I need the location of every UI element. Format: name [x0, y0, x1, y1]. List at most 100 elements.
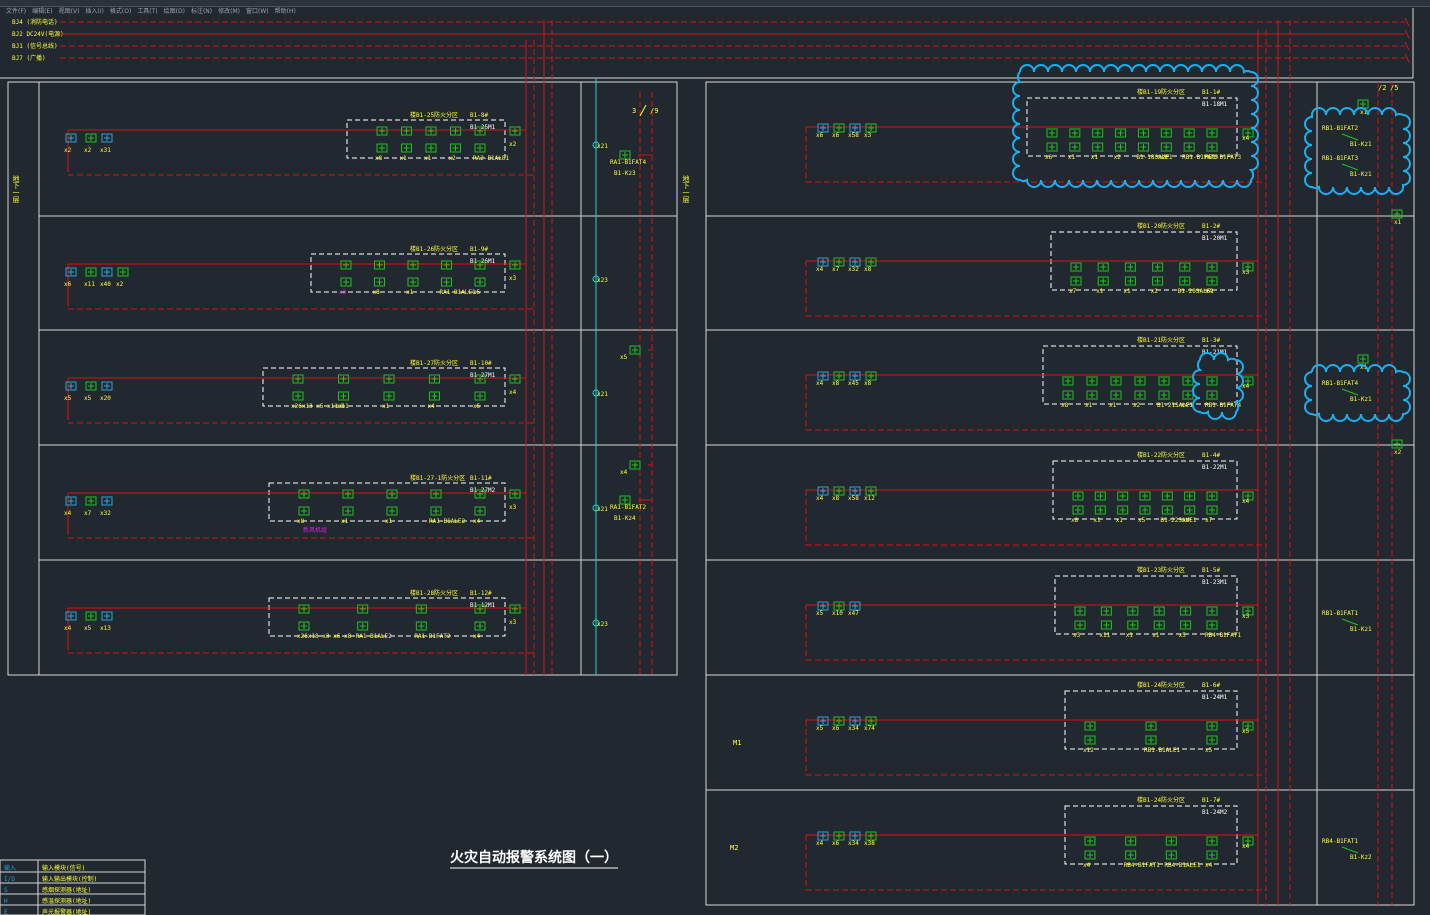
device-label: x1	[1091, 154, 1099, 161]
head-count: x47	[848, 610, 859, 617]
head-device	[865, 831, 877, 841]
device-frame	[85, 611, 97, 621]
device-label: RB1-B1FAT4	[1205, 402, 1242, 409]
device-frame	[849, 371, 861, 381]
zone-device	[1124, 262, 1136, 272]
legend-symbol: H	[4, 898, 8, 905]
zone-device	[1062, 376, 1074, 386]
device-frame	[833, 601, 845, 611]
head-device	[101, 381, 113, 391]
menu-item[interactable]: 工具(T)	[137, 8, 158, 15]
device-frame	[65, 611, 77, 621]
device-frame	[1160, 142, 1172, 152]
device-label: x3	[339, 289, 347, 296]
device-frame	[386, 506, 398, 516]
device-label: x1	[1085, 402, 1093, 409]
device-frame	[342, 489, 354, 499]
menu-item[interactable]: 标注(N)	[190, 8, 213, 15]
device-frame	[1097, 262, 1109, 272]
device-frame	[1084, 735, 1096, 745]
zone-title: 楼B1-28防火分区	[410, 589, 458, 597]
end-count: x4	[1242, 843, 1250, 850]
zone-module: B1-20M1	[1202, 235, 1228, 242]
zone-device	[1206, 836, 1218, 846]
side-label: RB1-B1FAT2	[1322, 125, 1359, 132]
device-frame	[298, 489, 310, 499]
head-device	[101, 496, 113, 506]
head-device	[117, 267, 129, 277]
menu-item[interactable]: 格式(O)	[109, 8, 132, 15]
device-frame	[1139, 491, 1151, 501]
cloud-outline	[1192, 352, 1244, 420]
device-frame	[849, 123, 861, 133]
device-frame	[1242, 721, 1254, 731]
device-frame	[1074, 620, 1086, 630]
bus-end	[1404, 41, 1410, 51]
zone-device	[415, 604, 427, 614]
device-frame	[1094, 505, 1106, 515]
device-frame	[474, 604, 486, 614]
head-count: x2	[64, 147, 72, 154]
riser-node	[592, 504, 600, 512]
device-frame	[1165, 836, 1177, 846]
device-frame	[833, 716, 845, 726]
zone-device-lower	[383, 391, 395, 401]
menu-item[interactable]: 修改(M)	[218, 8, 240, 15]
device-frame	[101, 133, 113, 143]
device-label: x6	[1045, 154, 1053, 161]
device-label: B1-22SALE1	[1160, 517, 1197, 524]
device-frame	[1100, 620, 1112, 630]
menu-item[interactable]: 编辑(E)	[32, 8, 53, 15]
device-frame	[817, 371, 829, 381]
head-device	[865, 123, 877, 133]
head-count: x5	[64, 395, 72, 402]
zone-device-lower	[1069, 142, 1081, 152]
zone-device	[340, 260, 352, 270]
device-label: x26x13 x5 x11x11	[291, 403, 349, 410]
zone-device	[430, 489, 442, 499]
zone-device	[1183, 128, 1195, 138]
menu-item[interactable]: 插入(I)	[85, 8, 104, 15]
menu-item[interactable]: 窗口(W)	[245, 8, 269, 15]
menu-item[interactable]: 文件(F)	[6, 8, 27, 15]
zone-device	[474, 126, 486, 136]
side-label: RA1-B1FAT4	[610, 159, 647, 166]
device-label: B1-21SALE1	[1157, 402, 1194, 409]
drawing-title: 火灾自动报警系统图（一）	[450, 849, 618, 866]
menu-item[interactable]: 视图(V)	[58, 8, 80, 15]
side-label: RB1-B1FAT1	[1322, 610, 1359, 617]
zone-device-lower	[1160, 142, 1172, 152]
zone-device-lower	[292, 391, 304, 401]
device-label: x8	[1061, 402, 1069, 409]
head-count: x13	[100, 625, 111, 632]
device-frame	[619, 150, 631, 160]
side-sub: B1-Kz1	[1350, 626, 1372, 633]
head-device	[65, 381, 77, 391]
right-riser-label: /5	[1390, 84, 1398, 92]
head-count: x4	[64, 625, 72, 632]
right-riser-label: /2	[1378, 84, 1386, 92]
zone-device	[1070, 262, 1082, 272]
device-frame	[298, 506, 310, 516]
zone-device-lower	[1152, 276, 1164, 286]
menu-item[interactable]: 帮助(H)	[274, 8, 296, 15]
device-label: RA1-B1ALE2	[356, 633, 393, 640]
zone-device	[376, 126, 388, 136]
zone-box	[268, 597, 506, 637]
zone-device-lower	[376, 143, 388, 153]
head-device	[85, 381, 97, 391]
device-frame	[1206, 390, 1218, 400]
menu-item[interactable]: 绘图(D)	[163, 8, 185, 15]
device-frame	[1206, 836, 1218, 846]
device-frame	[1206, 276, 1218, 286]
head-device	[833, 831, 845, 841]
head-device	[849, 123, 861, 133]
head-device	[849, 257, 861, 267]
head-count: x58	[848, 132, 859, 139]
head-count: x5	[816, 725, 824, 732]
end-count: x2	[509, 141, 517, 148]
zone-device	[1206, 128, 1218, 138]
device-frame	[1180, 606, 1192, 616]
device-frame	[474, 391, 486, 401]
